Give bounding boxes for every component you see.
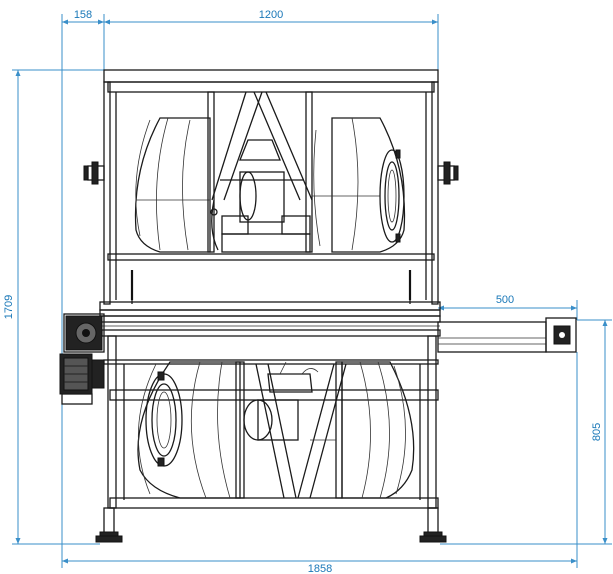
gear-motor-upper [63,313,105,353]
lower-frame-a [235,361,347,499]
dimension-lines [12,14,612,568]
lower-roller-right [310,361,415,499]
side-bracket-left [83,161,105,185]
lower-roller-left [137,361,241,499]
side-bracket-right [437,161,459,185]
dim-label-top-left: 158 [74,9,92,21]
machine-frame [95,69,447,543]
upper-roller-left [134,117,211,253]
dim-label-top-main: 1200 [259,9,283,21]
upper-roller-right [312,117,406,253]
dim-label-total-width: 1858 [308,563,332,574]
conveyor [437,317,577,353]
dim-label-conveyor-length: 500 [496,294,514,306]
gear-motor-lower [59,353,105,405]
upper-drive-motor [210,171,311,253]
dim-label-total-height: 1709 [3,295,15,319]
dim-label-lower-height: 805 [591,423,603,441]
